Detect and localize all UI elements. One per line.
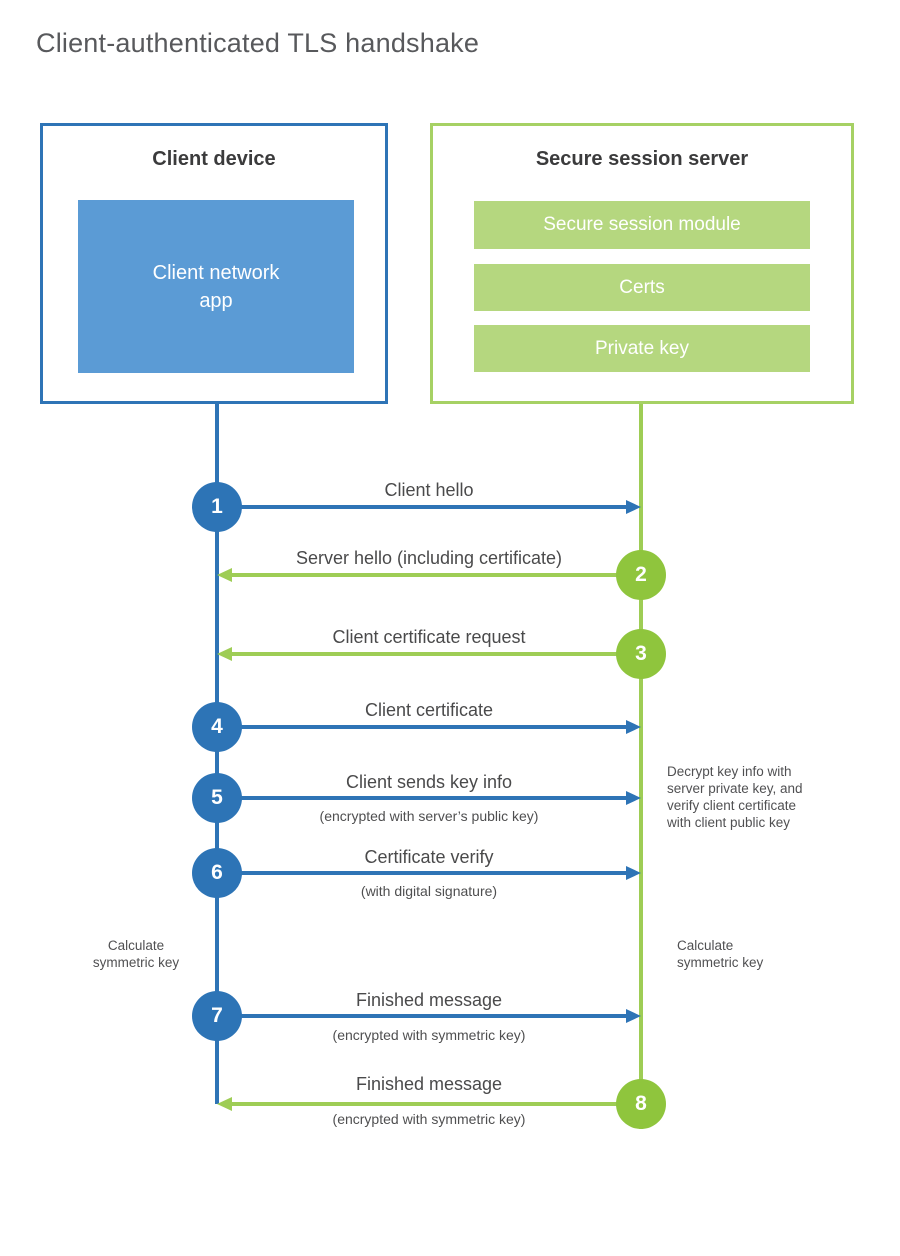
message-sublabel-step-5: (encrypted with server’s public key) [319, 808, 539, 824]
arrow-step-6 [217, 871, 627, 875]
server-lifeline [639, 404, 643, 1129]
arrowhead-right-icon [626, 791, 641, 805]
arrow-step-8 [232, 1102, 641, 1106]
step-circle-5: 5 [192, 773, 242, 823]
step-circle-4: 4 [192, 702, 242, 752]
step-circle-2: 2 [616, 550, 666, 600]
arrowhead-right-icon [626, 500, 641, 514]
server-module-private-key: Private key [474, 325, 810, 372]
message-label-step-3: Client certificate request [332, 627, 526, 647]
message-label-step-5: Client sends key info [345, 772, 513, 792]
step-circle-3: 3 [616, 629, 666, 679]
message-label-step-2: Server hello (including certificate) [295, 548, 563, 568]
server-box: Secure session server Secure session mod… [430, 123, 854, 404]
arrowhead-left-icon [217, 647, 232, 661]
client-lifeline [215, 404, 219, 1104]
message-sublabel-step-8: (encrypted with symmetric key) [332, 1111, 526, 1127]
arrow-step-1 [217, 505, 627, 509]
server-title: Secure session server [535, 148, 749, 170]
message-label-step-1: Client hello [384, 480, 474, 500]
note-calculate-symmetric-key-client: Calculate symmetric key [92, 938, 180, 970]
arrowhead-right-icon [626, 720, 641, 734]
message-sublabel-step-7: (encrypted with symmetric key) [332, 1027, 526, 1043]
arrow-step-7 [217, 1014, 627, 1018]
arrowhead-left-icon [217, 568, 232, 582]
page-title: Client-authenticated TLS handshake [36, 28, 480, 58]
client-device-box: Client device Client network app [40, 123, 388, 404]
message-label-step-4: Client certificate [364, 700, 494, 720]
server-module-certs: Certs [474, 264, 810, 311]
arrow-step-2 [232, 573, 641, 577]
note-decrypt-key-info: Decrypt key info with server private key… [667, 764, 803, 830]
client-device-title: Client device [152, 148, 276, 170]
message-label-step-8: Finished message [355, 1074, 503, 1094]
step-circle-7: 7 [192, 991, 242, 1041]
message-label-step-7: Finished message [355, 990, 503, 1010]
message-label-step-6: Certificate verify [364, 847, 494, 867]
arrow-step-5 [217, 796, 627, 800]
client-network-app-block: Client network app [78, 200, 354, 373]
message-sublabel-step-6: (with digital signature) [360, 883, 498, 899]
arrowhead-right-icon [626, 1009, 641, 1023]
step-circle-6: 6 [192, 848, 242, 898]
arrow-step-4 [217, 725, 627, 729]
arrowhead-right-icon [626, 866, 641, 880]
arrowhead-left-icon [217, 1097, 232, 1111]
arrow-step-3 [232, 652, 641, 656]
note-calculate-symmetric-key-server: Calculate symmetric key [677, 938, 764, 970]
step-circle-8: 8 [616, 1079, 666, 1129]
step-circle-1: 1 [192, 482, 242, 532]
server-module-secure-session: Secure session module [474, 201, 810, 249]
